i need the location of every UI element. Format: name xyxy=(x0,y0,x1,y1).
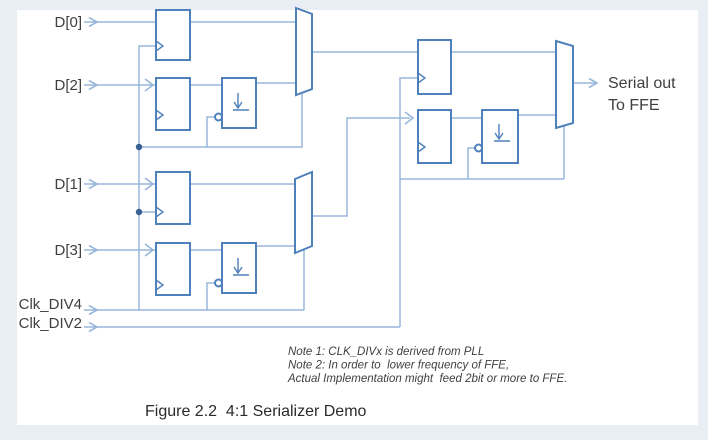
dff-d3 xyxy=(155,242,191,296)
arrow-ff5-input xyxy=(144,177,155,191)
wires xyxy=(84,16,599,333)
wire-clkdiv4-rail xyxy=(138,45,156,310)
arrow-ff6-input xyxy=(144,243,155,257)
clock-chevron-icon xyxy=(417,72,427,84)
mux-stage1-upper xyxy=(295,6,313,97)
note-3: Actual Implementation might feed 2bit or… xyxy=(287,373,567,385)
note-1: Note 1: CLK_DIVx is derived from PLL xyxy=(288,346,484,358)
figure-canvas xyxy=(17,10,698,425)
components xyxy=(155,6,574,296)
arrow-clkdiv2 xyxy=(88,321,99,333)
label-d2: D[2] xyxy=(54,77,82,94)
inverter-bubble-icon xyxy=(214,112,223,122)
clock-chevron-icon xyxy=(155,40,165,52)
label-to-ffe: To FFE xyxy=(608,97,660,114)
label-d0: D[0] xyxy=(54,14,82,31)
clock-chevron-icon xyxy=(155,279,165,291)
falling-edge-icon xyxy=(233,258,249,276)
label-clk-div4: Clk_DIV4 xyxy=(19,296,82,313)
label-d1: D[1] xyxy=(54,176,82,193)
arrow-d0 xyxy=(88,16,99,28)
latch-upper xyxy=(214,77,257,129)
arrow-d1 xyxy=(88,178,99,190)
dff-stage2-bottom xyxy=(417,109,452,164)
arrow-ff4-input xyxy=(404,111,415,125)
figure-caption: Figure 2.2 4:1 Serializer Demo xyxy=(145,403,367,420)
note-2: Note 2: In order to lower frequency of F… xyxy=(288,360,509,372)
dff-d1 xyxy=(155,171,191,225)
text-labels: D[0] D[2] D[1] D[3] Clk_DIV4 Clk_DIV2 Se… xyxy=(19,14,677,420)
falling-edge-arrow-icon xyxy=(233,266,243,275)
dff-d0 xyxy=(155,9,191,61)
label-serial-out: Serial out xyxy=(608,75,676,92)
junction-dot-lower xyxy=(135,208,143,216)
falling-edge-icon xyxy=(233,93,249,111)
inverter-bubble-icon xyxy=(474,143,483,153)
label-d3: D[3] xyxy=(54,242,82,259)
clock-chevron-icon xyxy=(155,109,165,121)
wire-clk-upper-distribution xyxy=(139,93,303,148)
arrow-serial-out xyxy=(588,77,599,89)
wire-muxB-to-ff4 xyxy=(312,117,410,217)
latch-lower xyxy=(214,242,257,294)
wire-clkdiv2-rail xyxy=(399,77,418,327)
falling-edge-arrow-icon xyxy=(233,101,243,110)
dff-d2 xyxy=(155,77,191,131)
dff-stage2-top xyxy=(417,39,452,95)
label-clk-div2: Clk_DIV2 xyxy=(19,315,82,332)
clock-chevron-icon xyxy=(155,206,165,218)
wire-clk-latchA xyxy=(206,116,215,147)
latch-stage2 xyxy=(474,109,519,164)
mux-output xyxy=(555,39,574,130)
wire-clk-latchC xyxy=(467,147,475,179)
arrow-clkdiv4 xyxy=(88,304,99,316)
junction-dot-upper xyxy=(135,143,143,151)
arrow-d3 xyxy=(88,244,99,256)
clock-chevron-icon xyxy=(417,141,427,153)
falling-edge-icon xyxy=(494,124,510,142)
mux-stage1-lower xyxy=(294,170,313,255)
inverter-bubble-icon xyxy=(214,278,223,288)
arrow-d2 xyxy=(88,79,99,91)
falling-edge-arrow-icon xyxy=(494,132,504,141)
arrow-ff2-input xyxy=(144,78,155,92)
wire-clk-latchB xyxy=(206,282,215,310)
